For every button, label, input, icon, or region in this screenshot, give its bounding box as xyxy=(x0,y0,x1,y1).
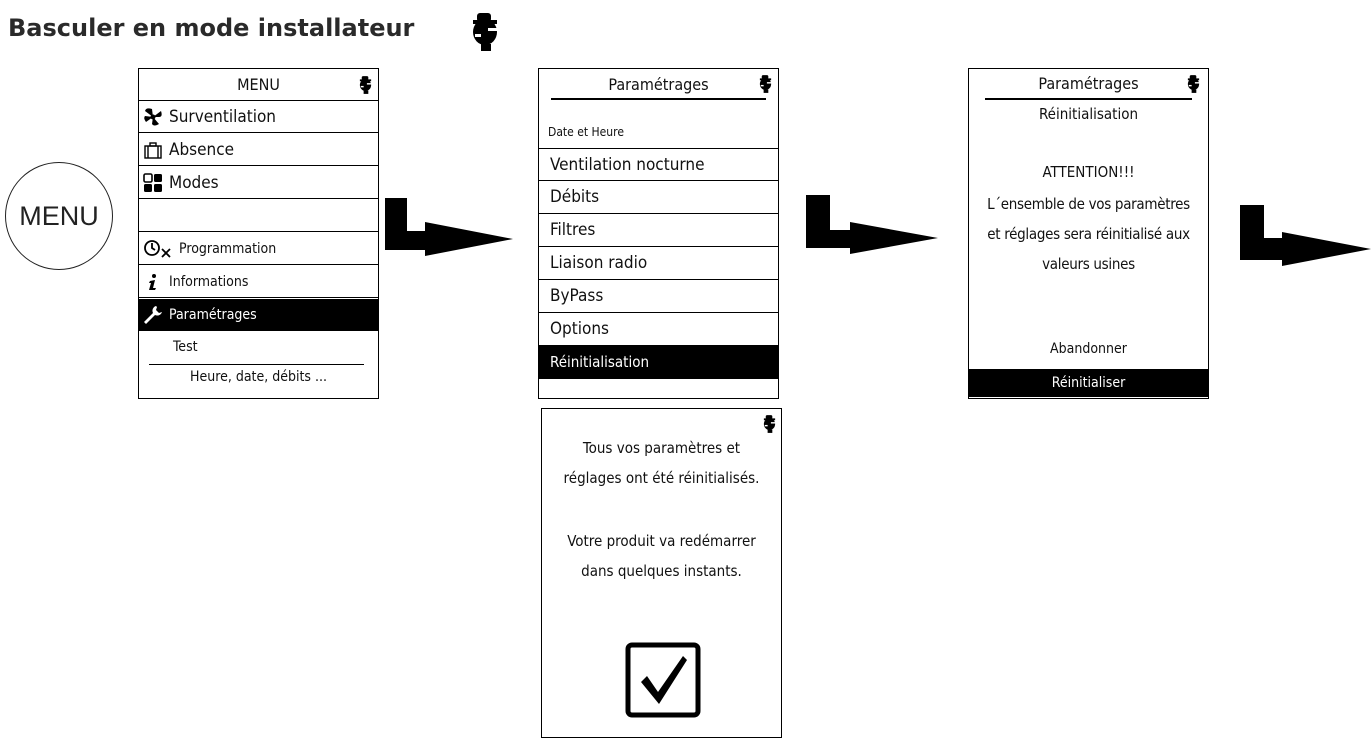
done-message-line: réglages ont été réinitialisés. xyxy=(563,469,760,487)
installer-head-icon xyxy=(758,74,773,94)
restart-message-line: Votre produit va redémarrer xyxy=(567,532,756,550)
briefcase-icon xyxy=(143,140,163,160)
menu-item-parametrages[interactable]: Paramétrages xyxy=(139,299,378,331)
menu-item-label: Absence xyxy=(169,139,235,160)
settings-item[interactable]: ByPass xyxy=(539,280,778,313)
settings-item[interactable]: Options xyxy=(539,313,778,346)
cancel-button[interactable]: Abandonner xyxy=(1050,341,1127,357)
installer-head-icon xyxy=(469,12,501,52)
reset-button[interactable]: Réinitialiser xyxy=(969,369,1208,397)
restart-message-line: dans quelques instants. xyxy=(581,562,742,580)
installer-head-icon xyxy=(358,75,373,95)
menu-screen: MENU Surventilation Absence Modes Progra… xyxy=(138,68,379,399)
wrench-icon xyxy=(143,305,163,325)
checkbox-icon xyxy=(625,642,701,718)
divider xyxy=(149,364,364,365)
info-icon xyxy=(143,272,163,292)
menu-item-informations[interactable]: Informations xyxy=(139,266,378,298)
reset-done-screen: Tous vos paramètres et réglages ont été … xyxy=(541,408,782,738)
installer-head-icon xyxy=(762,414,777,434)
menu-screen-header: MENU xyxy=(139,69,378,101)
menu-item-absence[interactable]: Absence xyxy=(139,134,378,166)
reset-message-line: et réglages sera réinitialisé aux xyxy=(987,225,1190,243)
settings-item-selected[interactable]: Réinitialisation xyxy=(539,346,778,379)
reset-header: Paramétrages xyxy=(969,69,1208,97)
menu-item-label: Modes xyxy=(169,172,219,193)
menu-item-modes[interactable]: Modes xyxy=(139,167,378,199)
divider xyxy=(551,98,766,100)
menu-item-label: Informations xyxy=(169,273,249,290)
settings-header: Paramétrages xyxy=(539,69,778,99)
menu-item-empty[interactable] xyxy=(139,200,378,232)
menu-screen-title: MENU xyxy=(237,75,280,94)
menu-subtitle: Heure, date, débits ... xyxy=(190,369,327,385)
reset-message-line: valeurs usines xyxy=(1042,255,1135,273)
menu-item-label: Surventilation xyxy=(169,106,277,127)
reset-warning: ATTENTION!!! xyxy=(1042,163,1135,181)
reset-title: Paramétrages xyxy=(1038,73,1139,93)
done-message-line: Tous vos paramètres et xyxy=(582,439,741,457)
grid-icon xyxy=(143,172,163,193)
reset-message-line: L´ensemble de vos paramètres xyxy=(987,195,1190,213)
settings-item[interactable]: Débits xyxy=(539,181,778,214)
clock-icon xyxy=(143,239,173,259)
menu-item-programmation[interactable]: Programmation xyxy=(139,233,378,265)
restart-message: Votre produit va redémarrer dans quelque… xyxy=(542,526,781,586)
settings-screen: Paramétrages Date et Heure Ventilation n… xyxy=(538,68,779,399)
settings-item[interactable]: Ventilation nocturne xyxy=(539,148,778,181)
right-arrow-icon xyxy=(806,195,940,265)
fan-icon xyxy=(143,107,163,127)
right-arrow-icon xyxy=(385,198,515,268)
menu-item-surventilation[interactable]: Surventilation xyxy=(139,101,378,133)
reset-confirm-screen: Paramétrages Réinitialisation ATTENTION!… xyxy=(968,68,1209,399)
reset-subtitle: Réinitialisation xyxy=(1038,105,1139,123)
menu-item-label: Paramétrages xyxy=(169,307,257,323)
settings-item[interactable]: Filtres xyxy=(539,214,778,247)
installer-head-icon xyxy=(1186,74,1201,94)
page-title: Basculer en mode installateur xyxy=(8,14,415,42)
menu-test-label[interactable]: Test xyxy=(173,339,198,355)
divider xyxy=(985,98,1192,100)
settings-title: Paramétrages xyxy=(608,74,709,94)
settings-date-time[interactable]: Date et Heure xyxy=(548,125,624,139)
settings-item[interactable]: Liaison radio xyxy=(539,247,778,280)
done-message: Tous vos paramètres et réglages ont été … xyxy=(542,433,781,493)
menu-button[interactable]: MENU xyxy=(5,162,113,270)
reset-message: L´ensemble de vos paramètres et réglages… xyxy=(969,189,1208,279)
right-arrow-icon xyxy=(1240,205,1371,275)
menu-item-label: Programmation xyxy=(179,240,277,257)
